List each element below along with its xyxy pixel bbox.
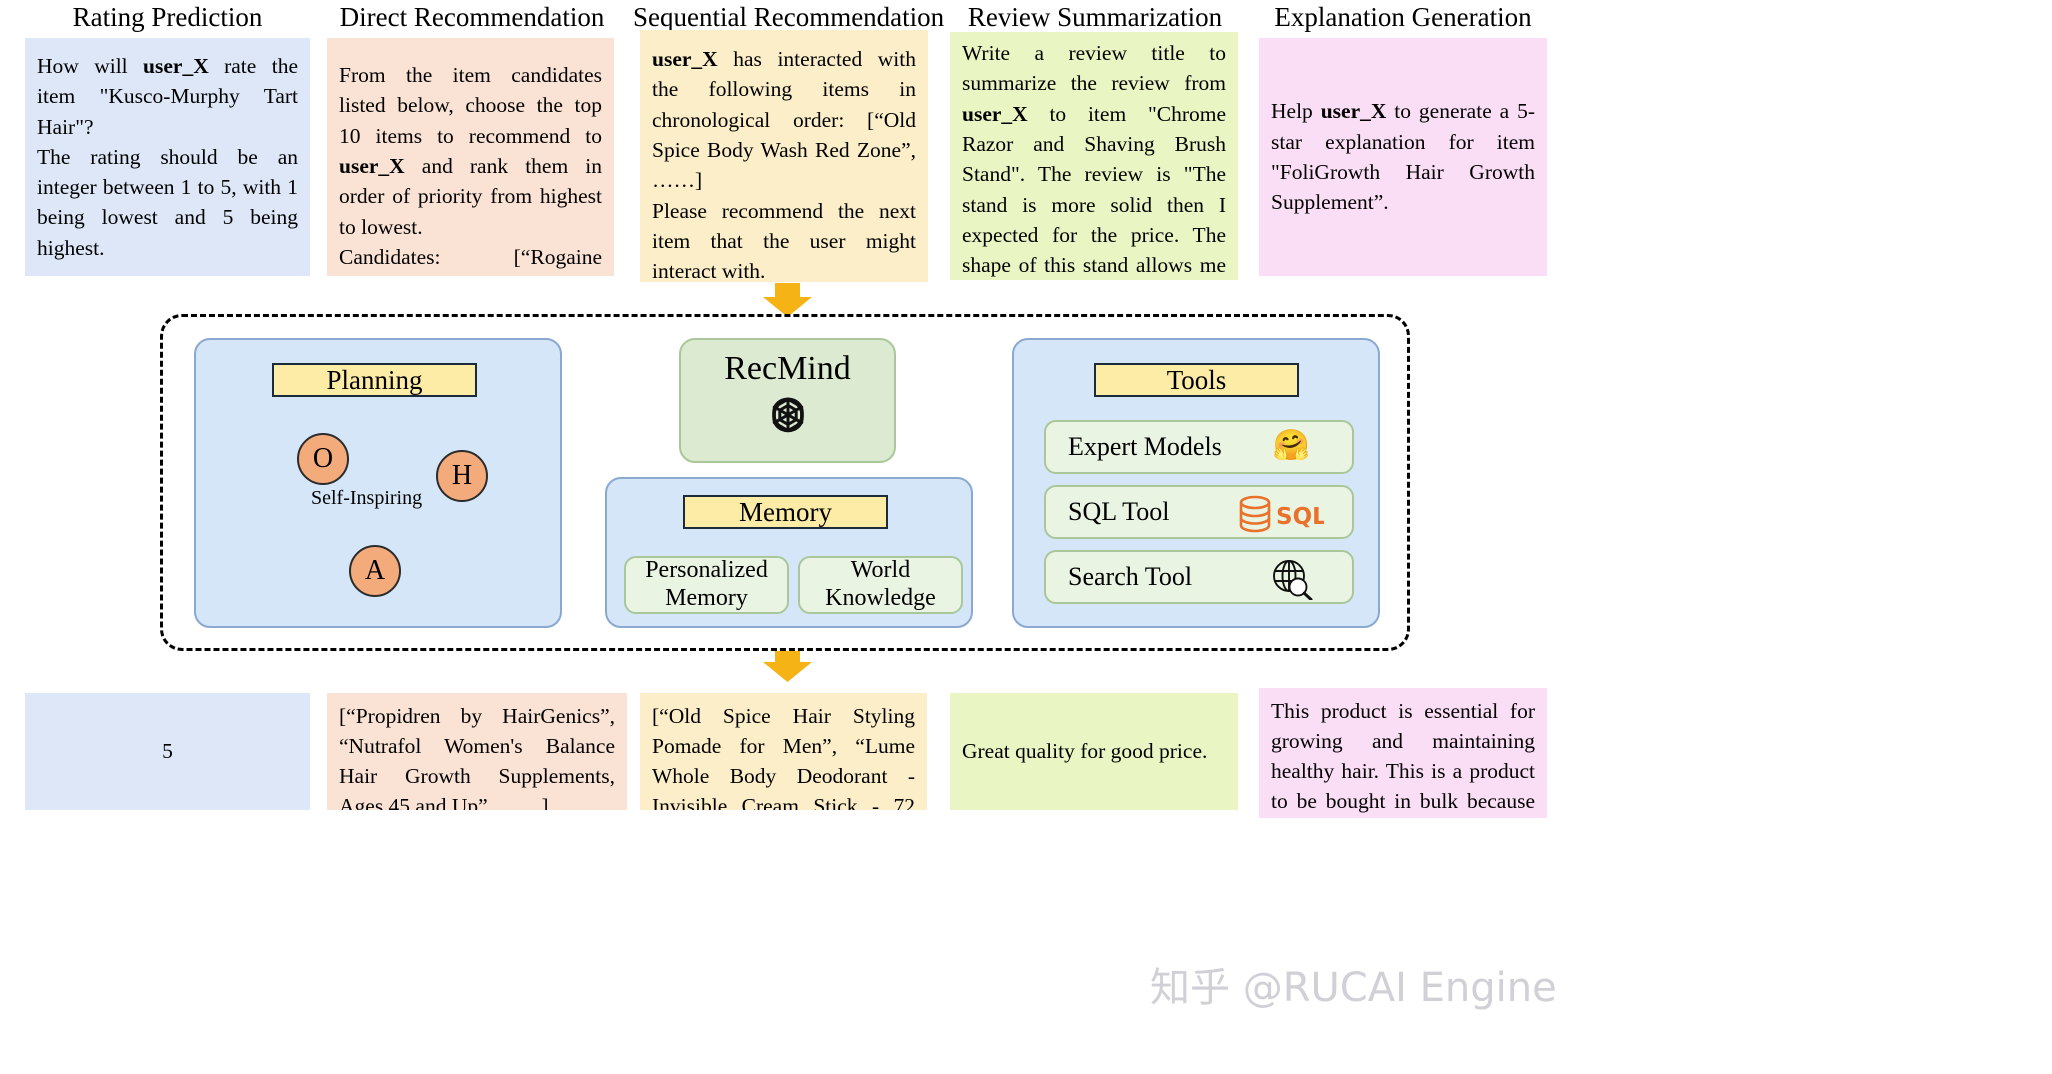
- memory-title-chip: Memory: [683, 495, 888, 529]
- prompt-text: Help user_X to generate a 5-star explana…: [1271, 99, 1535, 215]
- output-box-explanation-generation: This product is essential for growing an…: [1259, 688, 1547, 818]
- task-title-direct-recommendation: Direct Recommendation: [339, 2, 605, 32]
- output-box-review-summarization: Great quality for good price.: [950, 693, 1238, 810]
- prompt-text: Write a review title to summarize the re…: [962, 41, 1226, 278]
- memory-item-personalized-memory: Personalized Memory: [624, 556, 789, 614]
- memory-label: Memory: [739, 496, 832, 527]
- tools-item-expert-models: Expert Models 🤗: [1044, 420, 1354, 474]
- prompt-text: How will user_X rate the item "Kusco-Mur…: [37, 53, 298, 260]
- output-text: Great quality for good price.: [962, 739, 1208, 764]
- output-box-rating-prediction: 5: [25, 693, 310, 810]
- hugging-face-icon: 🤗: [1272, 429, 1310, 462]
- tools-item-sql-tool: SQL Tool SQL: [1044, 485, 1354, 539]
- prompt-text: From the item candidates listed below, c…: [339, 63, 602, 276]
- tools-item-label: SQL Tool: [1068, 497, 1170, 526]
- flow-arrow-down-bottom: [763, 648, 812, 682]
- memory-item-world-knowledge: World Knowledge: [798, 556, 963, 614]
- output-text: [“Old Spice Hair Styling Pomade for Men”…: [652, 704, 915, 810]
- task-title-sequential-recommendation: Sequential Recommendation: [633, 2, 945, 32]
- tools-item-label: Search Tool: [1068, 562, 1193, 591]
- tools-label: Tools: [1166, 364, 1227, 395]
- output-text: [“Propidren by HairGenics”, “Nutrafol Wo…: [339, 704, 615, 810]
- planning-node-h-label: H: [451, 460, 473, 491]
- output-box-sequential-recommendation: [“Old Spice Hair Styling Pomade for Men”…: [640, 693, 927, 810]
- prompt-box-review-summarization: Write a review title to summarize the re…: [950, 32, 1238, 280]
- task-title-explanation-generation: Explanation Generation: [1274, 2, 1532, 32]
- planning-node-o: O: [297, 433, 349, 485]
- planning-label: Planning: [326, 364, 423, 395]
- planning-node-h: H: [436, 450, 488, 502]
- prompt-text: user_X has interacted with the following…: [652, 47, 916, 282]
- flow-arrow-down-top: [763, 283, 812, 317]
- task-title-rating-prediction: Rating Prediction: [72, 2, 263, 32]
- watermark: 知乎 @RUCAI Engine: [1150, 965, 1557, 1011]
- prompt-box-sequential-recommendation: user_X has interacted with the following…: [640, 30, 928, 282]
- output-box-direct-recommendation: [“Propidren by HairGenics”, “Nutrafol Wo…: [327, 693, 627, 810]
- svg-text:SQL: SQL: [1276, 504, 1324, 530]
- self-inspiring-label: Self-Inspiring: [311, 487, 423, 509]
- tools-item-search-tool: Search Tool: [1044, 550, 1354, 604]
- planning-node-a: A: [349, 545, 401, 597]
- openai-logo-icon: [762, 392, 814, 444]
- recmind-label: RecMind: [724, 350, 851, 387]
- memory-item-label: Personalized Memory: [645, 557, 768, 611]
- prompt-box-explanation-generation: Help user_X to generate a 5-star explana…: [1259, 38, 1547, 276]
- planning-title-chip: Planning: [272, 363, 477, 397]
- memory-item-label: World Knowledge: [825, 557, 936, 611]
- output-text: 5: [162, 739, 173, 764]
- planning-node-a-label: A: [364, 555, 386, 586]
- globe-search-icon: [1270, 558, 1314, 600]
- tools-title-chip: Tools: [1094, 363, 1299, 397]
- task-title-review-summarization: Review Summarization: [967, 2, 1223, 32]
- planning-node-o-label: O: [312, 443, 334, 474]
- output-text: This product is essential for growing an…: [1271, 699, 1535, 814]
- prompt-box-direct-recommendation: From the item candidates listed below, c…: [327, 38, 614, 276]
- prompt-box-rating-prediction: How will user_X rate the item "Kusco-Mur…: [25, 38, 310, 276]
- sql-database-icon: SQL: [1238, 494, 1324, 534]
- tools-item-label: Expert Models: [1068, 432, 1222, 461]
- recmind-core-panel: RecMind: [679, 338, 896, 463]
